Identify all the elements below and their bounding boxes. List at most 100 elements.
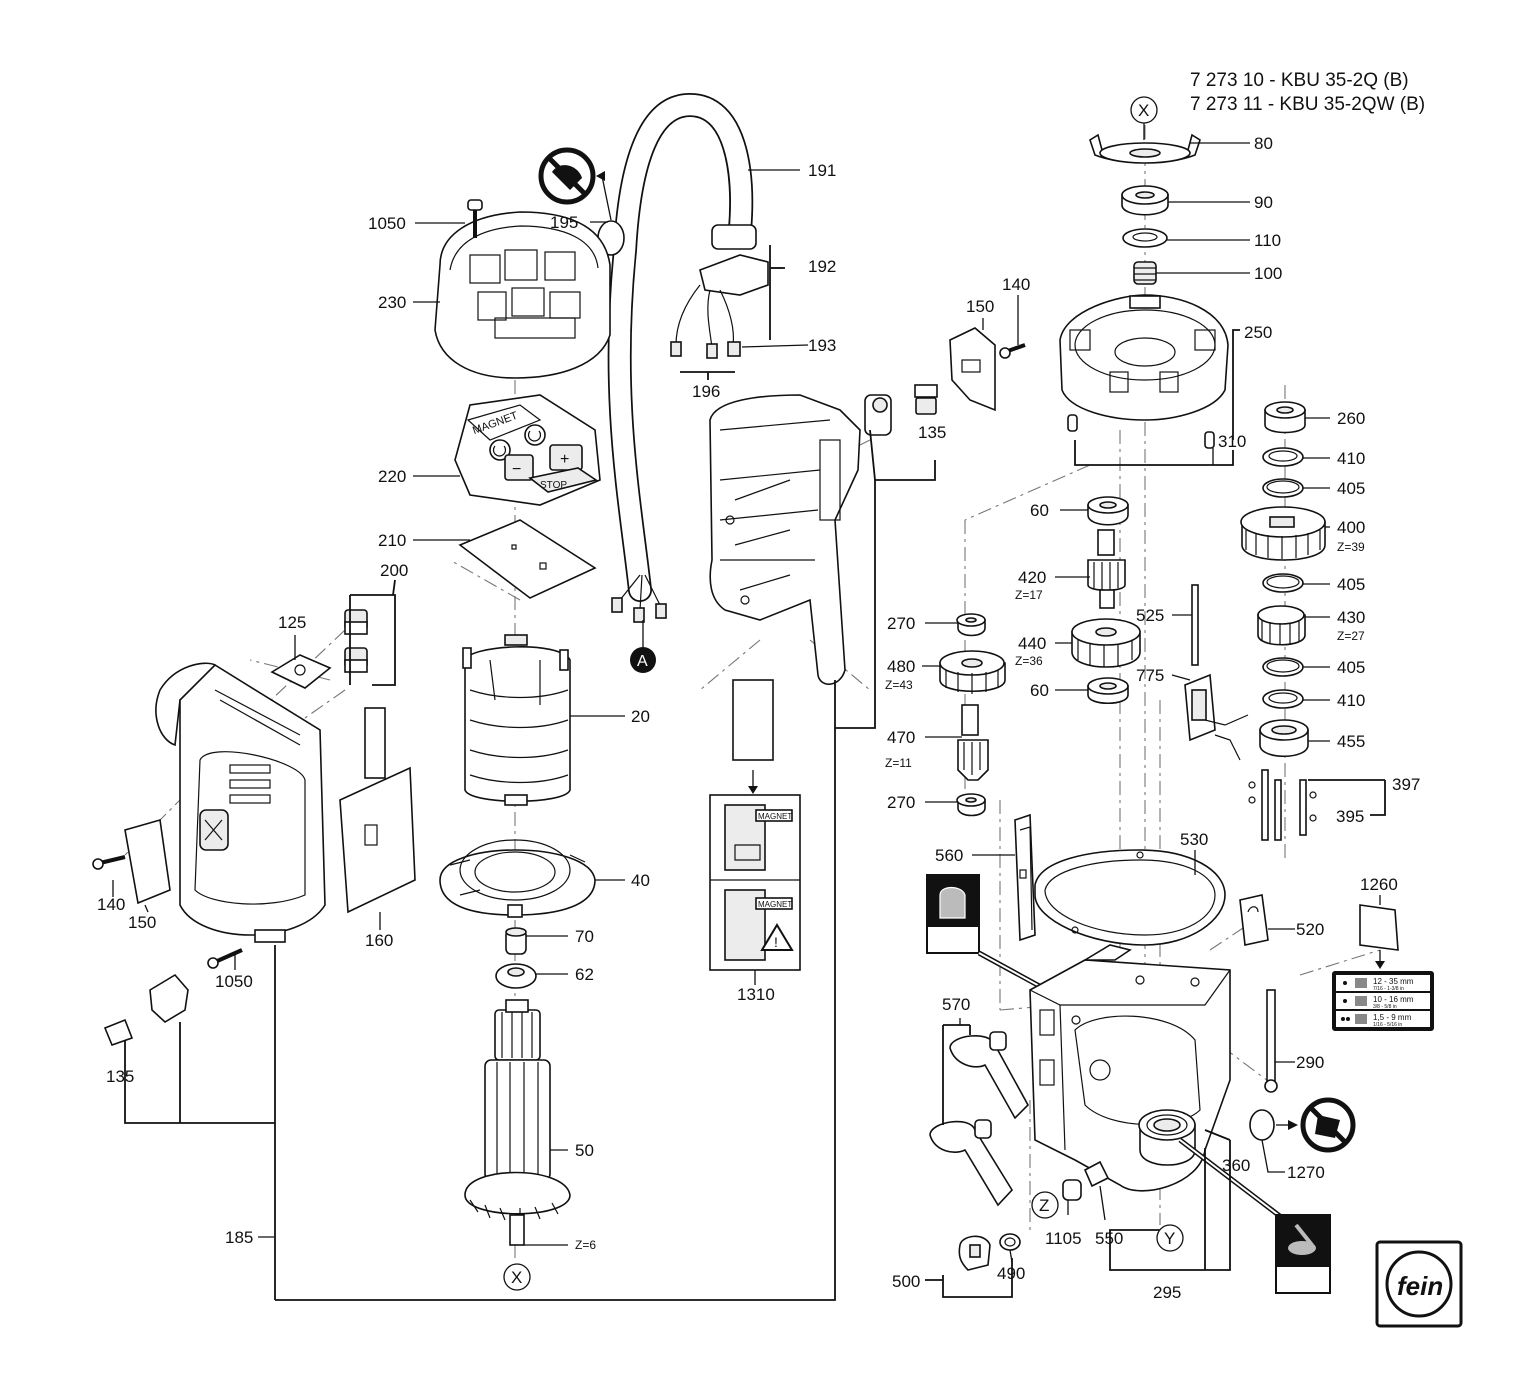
ball-bearing-62 bbox=[495, 963, 537, 989]
gear-430 bbox=[1257, 605, 1306, 646]
knob-500 bbox=[958, 1235, 991, 1271]
label-196: 196 bbox=[692, 382, 720, 401]
label-110: 110 bbox=[1254, 231, 1281, 250]
label-400: 400 bbox=[1337, 518, 1365, 537]
switch-135-left bbox=[103, 973, 189, 1047]
label-560: 560 bbox=[935, 846, 963, 865]
label-550: 550 bbox=[1095, 1229, 1123, 1248]
label-220: 220 bbox=[378, 467, 406, 486]
plug-1105 bbox=[1062, 1179, 1082, 1201]
label-80: 80 bbox=[1254, 134, 1273, 153]
ring-405-b bbox=[1262, 573, 1304, 593]
label-50: 50 bbox=[575, 1141, 594, 1160]
label-1310: 1310 bbox=[737, 985, 775, 1004]
label-z43: Z=43 bbox=[885, 678, 913, 692]
shaft-525 bbox=[1191, 584, 1199, 666]
label-150-left: 150 bbox=[128, 913, 156, 932]
spec-row1-sub: 7/16 - 1-3/8 in bbox=[1373, 986, 1404, 992]
label-480: 480 bbox=[887, 657, 915, 676]
label-140-left: 140 bbox=[97, 895, 125, 914]
label-200: 200 bbox=[380, 561, 408, 580]
label-420: 420 bbox=[1018, 568, 1046, 587]
motor-housing bbox=[155, 662, 326, 943]
spec-row3-main: 1,5 - 9 mm bbox=[1373, 1013, 1412, 1022]
label-60-bottom: 60 bbox=[1030, 681, 1049, 700]
gearbox-cover-250 bbox=[1059, 294, 1229, 421]
keypad-minus: − bbox=[512, 461, 521, 478]
label-440: 440 bbox=[1018, 634, 1046, 653]
grease-icon-bottom bbox=[1178, 1138, 1331, 1294]
label-z6: Z=6 bbox=[575, 1238, 596, 1252]
plate-520 bbox=[1239, 894, 1269, 946]
label-z36: Z=36 bbox=[1015, 654, 1043, 668]
pinion-420 bbox=[1087, 529, 1126, 609]
bearing-455 bbox=[1259, 719, 1309, 757]
label-405-c: 405 bbox=[1337, 658, 1365, 677]
label-470: 470 bbox=[887, 728, 915, 747]
field-stator bbox=[462, 634, 571, 806]
svg-text:A: A bbox=[637, 653, 648, 670]
label-z39: Z=39 bbox=[1337, 540, 1365, 554]
label-1105: 1105 bbox=[1045, 1229, 1082, 1248]
keys-395-397 bbox=[1248, 769, 1317, 841]
callout-z: Z bbox=[1031, 1191, 1059, 1219]
label-70: 70 bbox=[575, 927, 594, 946]
label-125: 125 bbox=[278, 613, 306, 632]
gear-400 bbox=[1240, 506, 1326, 561]
label-397: 397 bbox=[1392, 775, 1420, 794]
circuit-board bbox=[458, 519, 597, 599]
label-z17: Z=17 bbox=[1015, 588, 1043, 602]
svg-text:X: X bbox=[1138, 101, 1149, 120]
warning-card-magnet-2: MAGNET bbox=[758, 900, 792, 909]
label-1260: 1260 bbox=[1360, 875, 1398, 894]
bolt-290 bbox=[1264, 989, 1278, 1093]
ring-410-top bbox=[1262, 447, 1304, 467]
screw-1050-lower bbox=[207, 948, 243, 969]
label-775: 775 bbox=[1136, 666, 1164, 685]
label-230: 230 bbox=[378, 293, 406, 312]
model-line-2: 7 273 11 - KBU 35-2QW (B) bbox=[1190, 94, 1426, 115]
switch-cover bbox=[434, 199, 611, 379]
keypad-plus: + bbox=[560, 451, 569, 468]
label-193: 193 bbox=[808, 336, 836, 355]
magnet-warning-card: MAGNET MAGNET ! bbox=[709, 794, 801, 971]
label-40: 40 bbox=[631, 871, 650, 890]
clamp-lever-lower bbox=[929, 1119, 1014, 1207]
brush-cap-center bbox=[949, 327, 996, 412]
svg-text:Z: Z bbox=[1039, 1196, 1049, 1215]
brush-cap-left bbox=[124, 818, 171, 905]
model-line-1: 7 273 10 - KBU 35-2Q (B) bbox=[1190, 70, 1409, 91]
switch-135-center bbox=[864, 384, 938, 436]
sleeve-bush bbox=[505, 927, 527, 955]
spindle-flange-80 bbox=[1089, 133, 1201, 164]
guide-rail-560 bbox=[1014, 813, 1036, 942]
callout-a: A bbox=[630, 620, 656, 673]
label-62: 62 bbox=[575, 965, 594, 984]
screw-140-left bbox=[92, 855, 126, 870]
label-520: 520 bbox=[1296, 920, 1324, 939]
bearing-plate bbox=[439, 839, 596, 918]
seal-ring-110 bbox=[1122, 228, 1168, 248]
bearing-260 bbox=[1264, 401, 1306, 434]
label-405-a: 405 bbox=[1337, 479, 1365, 498]
label-1270: 1270 bbox=[1287, 1163, 1325, 1182]
callout-x-bottom: X bbox=[503, 1263, 531, 1291]
pinion-470 bbox=[957, 704, 989, 781]
label-405-b: 405 bbox=[1337, 575, 1365, 594]
label-270-top: 270 bbox=[887, 614, 915, 633]
ring-410-bottom bbox=[1262, 689, 1304, 709]
label-250: 250 bbox=[1244, 323, 1272, 342]
spring-100 bbox=[1133, 261, 1157, 285]
armature bbox=[464, 999, 571, 1246]
clamp-lever-upper bbox=[949, 1031, 1029, 1120]
label-191: 191 bbox=[808, 161, 836, 180]
leader-lines bbox=[112, 142, 1381, 1263]
bearing-90 bbox=[1121, 185, 1169, 216]
seal-360 bbox=[1138, 1109, 1196, 1166]
svg-text:!: ! bbox=[774, 934, 778, 950]
power-cord bbox=[607, 92, 769, 623]
side-cover bbox=[339, 707, 416, 914]
callout-x-top: X bbox=[1130, 96, 1158, 140]
label-60-top: 60 bbox=[1030, 501, 1049, 520]
label-295: 295 bbox=[1153, 1283, 1181, 1302]
